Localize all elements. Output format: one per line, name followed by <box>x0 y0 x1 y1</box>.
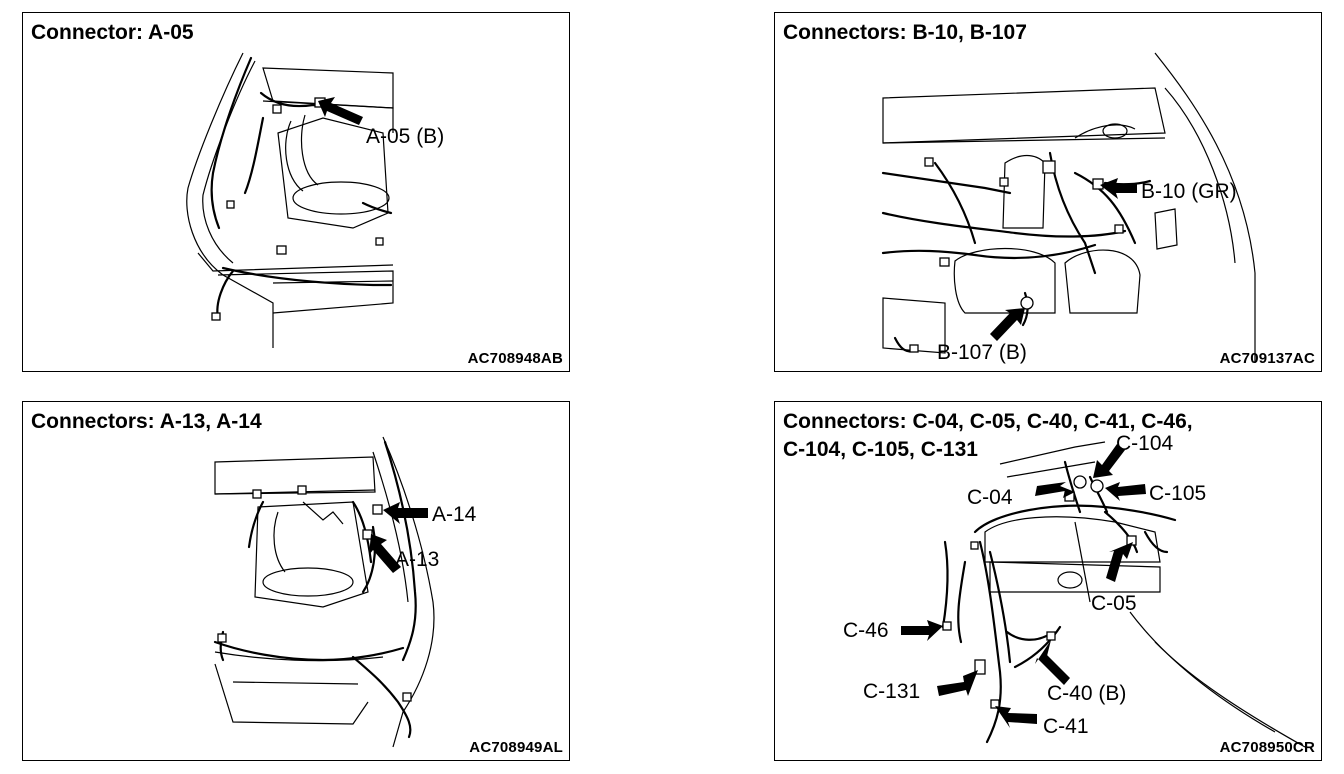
callout-arrow <box>369 534 401 573</box>
figure-code: AC708949AL <box>469 739 563 756</box>
callout-arrow <box>1105 482 1146 501</box>
diagram-panel-a05: Connector: A-05 A-05 (B) AC708948AB <box>22 12 570 372</box>
diagram-panel-b10: Connectors: B-10, B-107 B-10 (GR) B-107 … <box>774 12 1322 372</box>
callout-label-a13: A-13 <box>395 548 440 571</box>
panel-title: Connectors: C-04, C-05, C-40, C-41, C-46… <box>783 408 1193 464</box>
callout-label-b107: B-107 (B) <box>937 341 1027 364</box>
callout-arrow <box>1035 640 1070 685</box>
callout-label-c131: C-131 <box>863 680 921 703</box>
panel-title: Connectors: B-10, B-107 <box>783 21 1027 44</box>
figure-code: AC709137AC <box>1219 350 1315 367</box>
diagram-panel-a13: Connectors: A-13, A-14 A-14 A-13 AC70894… <box>22 401 570 761</box>
callout-arrow <box>1106 542 1133 582</box>
dashboard-harness-illustration <box>901 441 1306 748</box>
engine-bay-illustration <box>186 52 394 348</box>
callout-arrow <box>995 706 1037 728</box>
callout-arrow <box>1093 444 1125 478</box>
callout-arrow <box>383 502 428 524</box>
diagram-panel-c04: Connectors: C-04, C-05, C-40, C-41, C-46… <box>774 401 1322 761</box>
callout-label-a14: A-14 <box>432 503 477 526</box>
callout-label-c105: C-105 <box>1149 482 1207 505</box>
callout-arrow <box>901 620 943 641</box>
callout-label-c41: C-41 <box>1043 715 1089 738</box>
callout-arrow <box>937 670 978 696</box>
callout-label-c40: C-40 (B) <box>1047 682 1127 705</box>
panel-title: Connector: A-05 <box>31 21 194 44</box>
callout-label-c46: C-46 <box>843 619 889 642</box>
callout-label-c05: C-05 <box>1091 592 1137 615</box>
panel-title: Connectors: A-13, A-14 <box>31 410 262 433</box>
callout-arrow <box>1035 482 1075 498</box>
callout-label-c04: C-04 <box>967 486 1013 509</box>
callout-arrow <box>318 97 363 125</box>
engine-bay-illustration <box>881 52 1256 363</box>
panel-title-line2: C-104, C-105, C-131 <box>783 438 978 461</box>
callout-label-a05: A-05 (B) <box>366 125 445 148</box>
figure-code: AC708948AB <box>467 350 563 367</box>
callout-arrow <box>990 308 1025 341</box>
callout-arrow <box>1100 178 1137 199</box>
engine-bay-illustration <box>213 436 435 748</box>
panel-title-line1: Connectors: C-04, C-05, C-40, C-41, C-46… <box>783 410 1193 433</box>
callout-label-b10: B-10 (GR) <box>1141 180 1237 203</box>
callout-label-c104: C-104 <box>1116 432 1174 455</box>
figure-code: AC708950CR <box>1219 739 1315 756</box>
